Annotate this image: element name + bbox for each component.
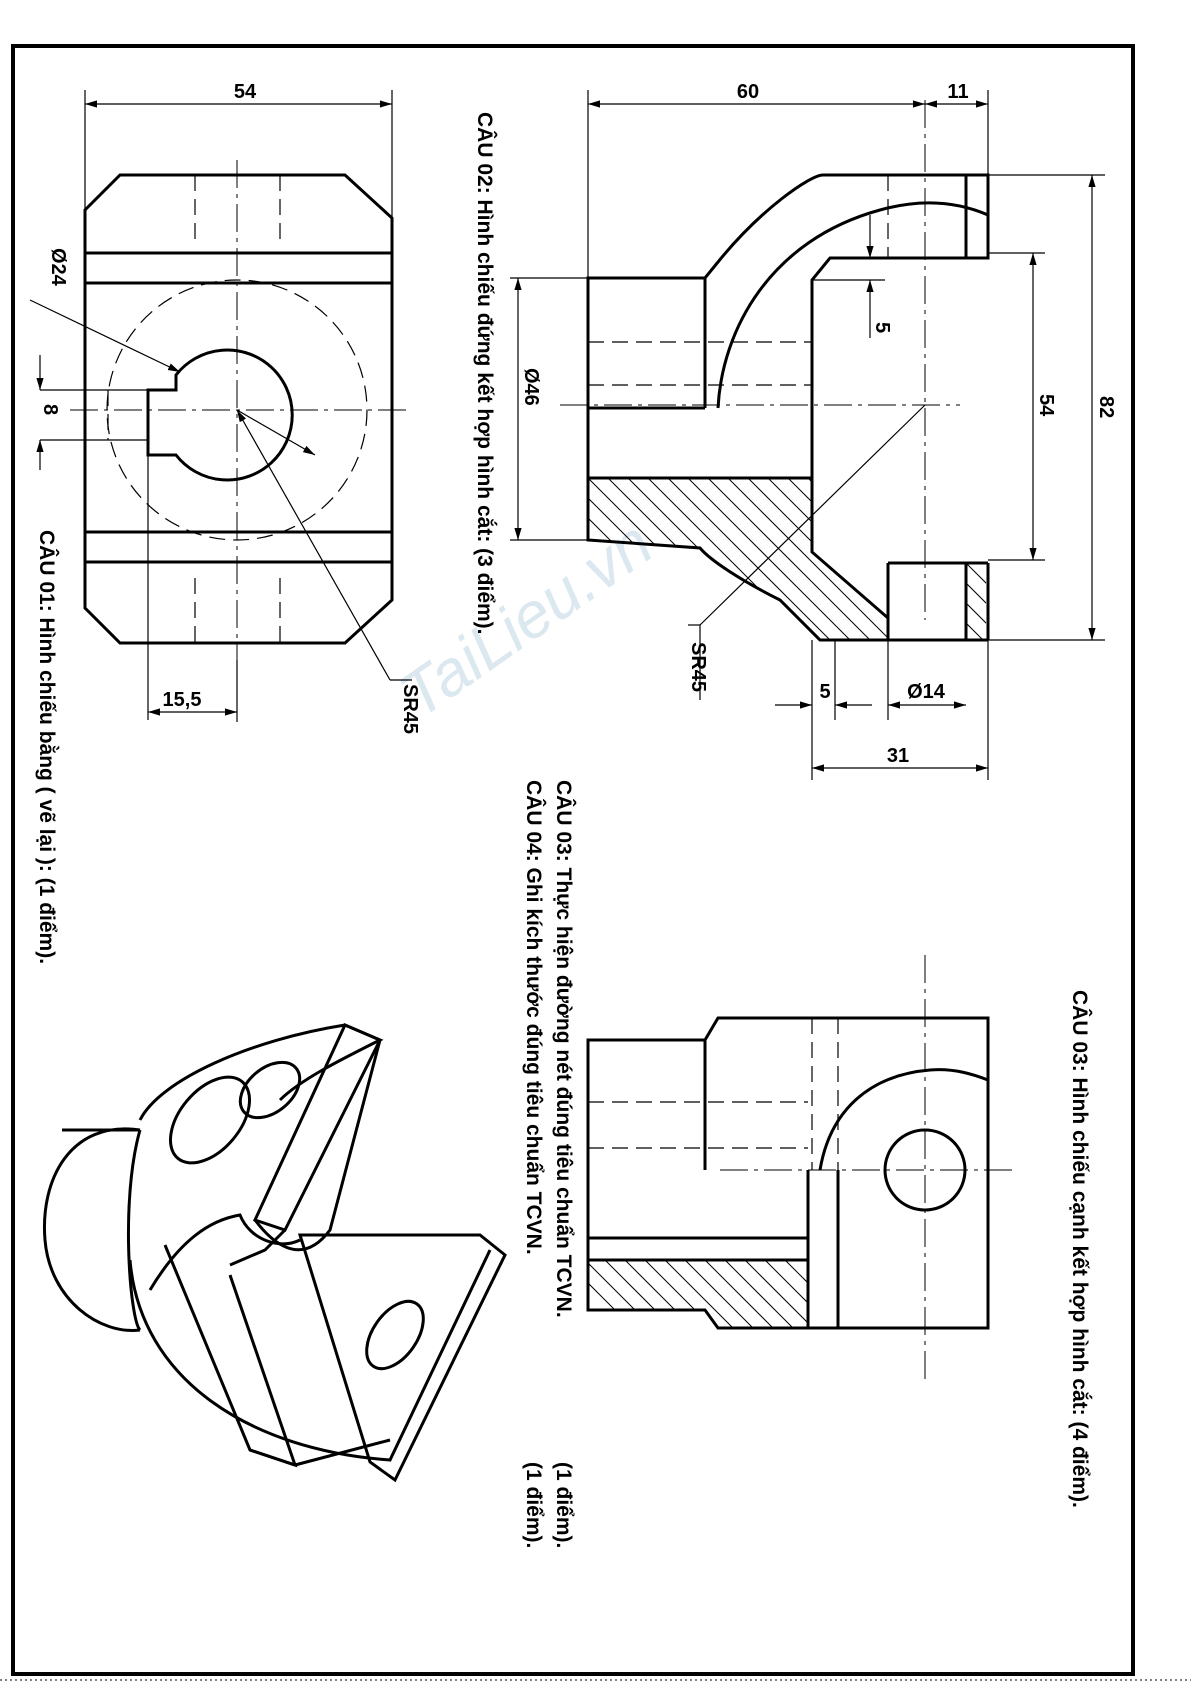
question-03b: CÂU 03: Thực hiện đường nét đúng tiêu ch… [552, 780, 576, 1318]
dim-front-boss: Ø46 [520, 368, 542, 406]
dim-top-sphere: SR45 [399, 684, 421, 734]
top-view-dimensions: 54 Ø24 8 15,5 SR45 [29, 81, 421, 734]
question-02: CÂU 02: Hình chiếu đứng kết hợp hình cắt… [473, 112, 497, 635]
dim-top-bore: Ø24 [47, 248, 69, 287]
dim-front-inner: 54 [1035, 394, 1057, 417]
dim-front-length: 60 [737, 81, 759, 103]
question-03b-score: (1 điểm). [552, 1462, 575, 1548]
dim-front-sphere: SR45 [687, 642, 709, 692]
question-04-score: (1 điểm). [522, 1462, 545, 1548]
front-view-dimensions: 60 11 Ø46 5 54 82 SR45 5 Ø14 31 [510, 81, 1117, 780]
question-03a: CÂU 03: Hình chiếu cạnh kết hợp hình cắt… [1068, 990, 1092, 1508]
dim-front-wall: 5 [819, 681, 830, 703]
isometric-view [42, 1023, 507, 1483]
dim-front-lug: 11 [947, 81, 968, 103]
sheet-border [11, 44, 1135, 1676]
dim-front-hole: Ø14 [907, 681, 946, 703]
side-view [586, 955, 1015, 1380]
dim-top-offset: 15,5 [163, 689, 202, 711]
question-01: CÂU 01: Hình chiếu bằng ( vẽ lại ): (1 đ… [35, 530, 59, 964]
dim-top-width: 54 [234, 81, 257, 103]
dim-front-height: 82 [1095, 396, 1117, 418]
question-04: CÂU 04: Ghi kích thước đúng tiêu chuẩn T… [522, 780, 546, 1255]
dim-front-depth: 31 [887, 745, 909, 767]
dim-top-slot: 8 [39, 404, 61, 415]
dim-front-step: 5 [871, 322, 893, 333]
